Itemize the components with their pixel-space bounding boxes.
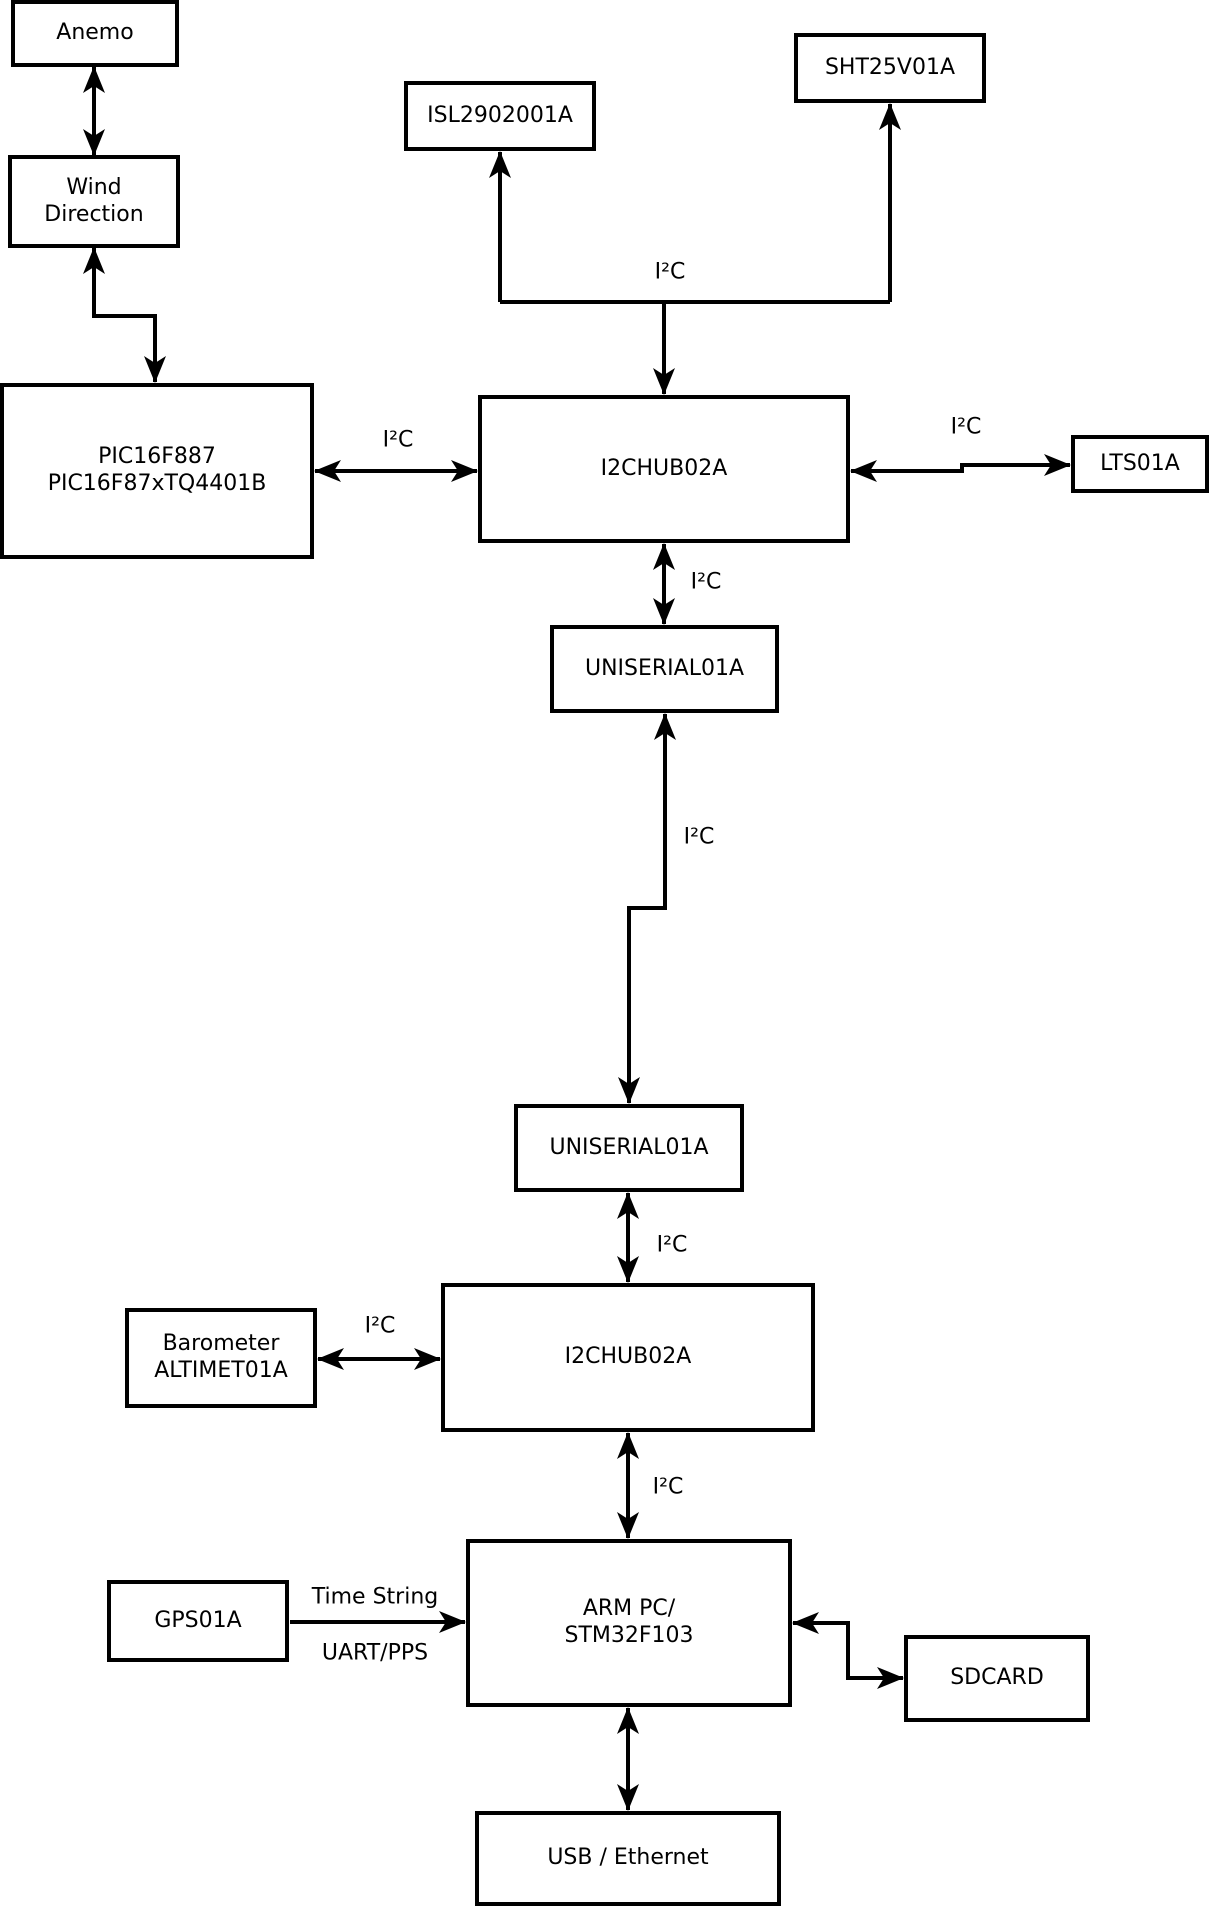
edge-label-i2c-hub2-arm: I²C xyxy=(650,1474,686,1500)
edge-wind-pic xyxy=(83,247,166,383)
node-isl2902001a: ISL2902001A xyxy=(404,81,596,151)
node-lts01a: LTS01A xyxy=(1071,435,1209,493)
node-uniserial01a-top: UNISERIAL01A xyxy=(550,625,779,713)
edge-label-i2c-uniserial-hub2: I²C xyxy=(654,1232,690,1258)
node-sht25v01a: SHT25V01A xyxy=(794,33,986,103)
edge-label-time-string: Time String xyxy=(309,1584,441,1610)
node-usb-ethernet: USB / Ethernet xyxy=(475,1811,781,1906)
node-anemo: Anemo xyxy=(11,0,179,67)
node-barometer-altimet01a: Barometer ALTIMET01A xyxy=(125,1308,317,1408)
node-i2chub02a-top: I2CHUB02A xyxy=(478,395,850,543)
node-uniserial01a-bottom: UNISERIAL01A xyxy=(514,1104,744,1192)
edge-label-uart-pps: UART/PPS xyxy=(319,1640,431,1666)
edge-label-i2c-hub-lts: I²C xyxy=(948,414,984,440)
node-i2chub02a-bottom: I2CHUB02A xyxy=(441,1283,815,1432)
edge-label-i2c-uniserial-link: I²C xyxy=(681,824,717,850)
node-wind-direction: Wind Direction xyxy=(8,155,180,248)
node-sdcard: SDCARD xyxy=(904,1635,1090,1722)
edge-uniserial-top-uniserial-bottom xyxy=(618,713,676,1104)
edge-arm-sdcard xyxy=(792,1612,904,1689)
node-pic16f887: PIC16F887 PIC16F87xTQ4401B xyxy=(0,383,314,559)
node-arm-pc-stm32f103: ARM PC/ STM32F103 xyxy=(466,1539,792,1707)
edge-label-i2c-hub-uniserial: I²C xyxy=(688,569,724,595)
edge-label-i2c-sensors: I²C xyxy=(652,259,688,285)
edge-label-i2c-barometer-hub2: I²C xyxy=(362,1313,398,1339)
node-gps01a: GPS01A xyxy=(107,1580,289,1662)
edge-label-i2c-pic-hub: I²C xyxy=(380,427,416,453)
edge-i2chub-top-lts xyxy=(850,454,1071,482)
